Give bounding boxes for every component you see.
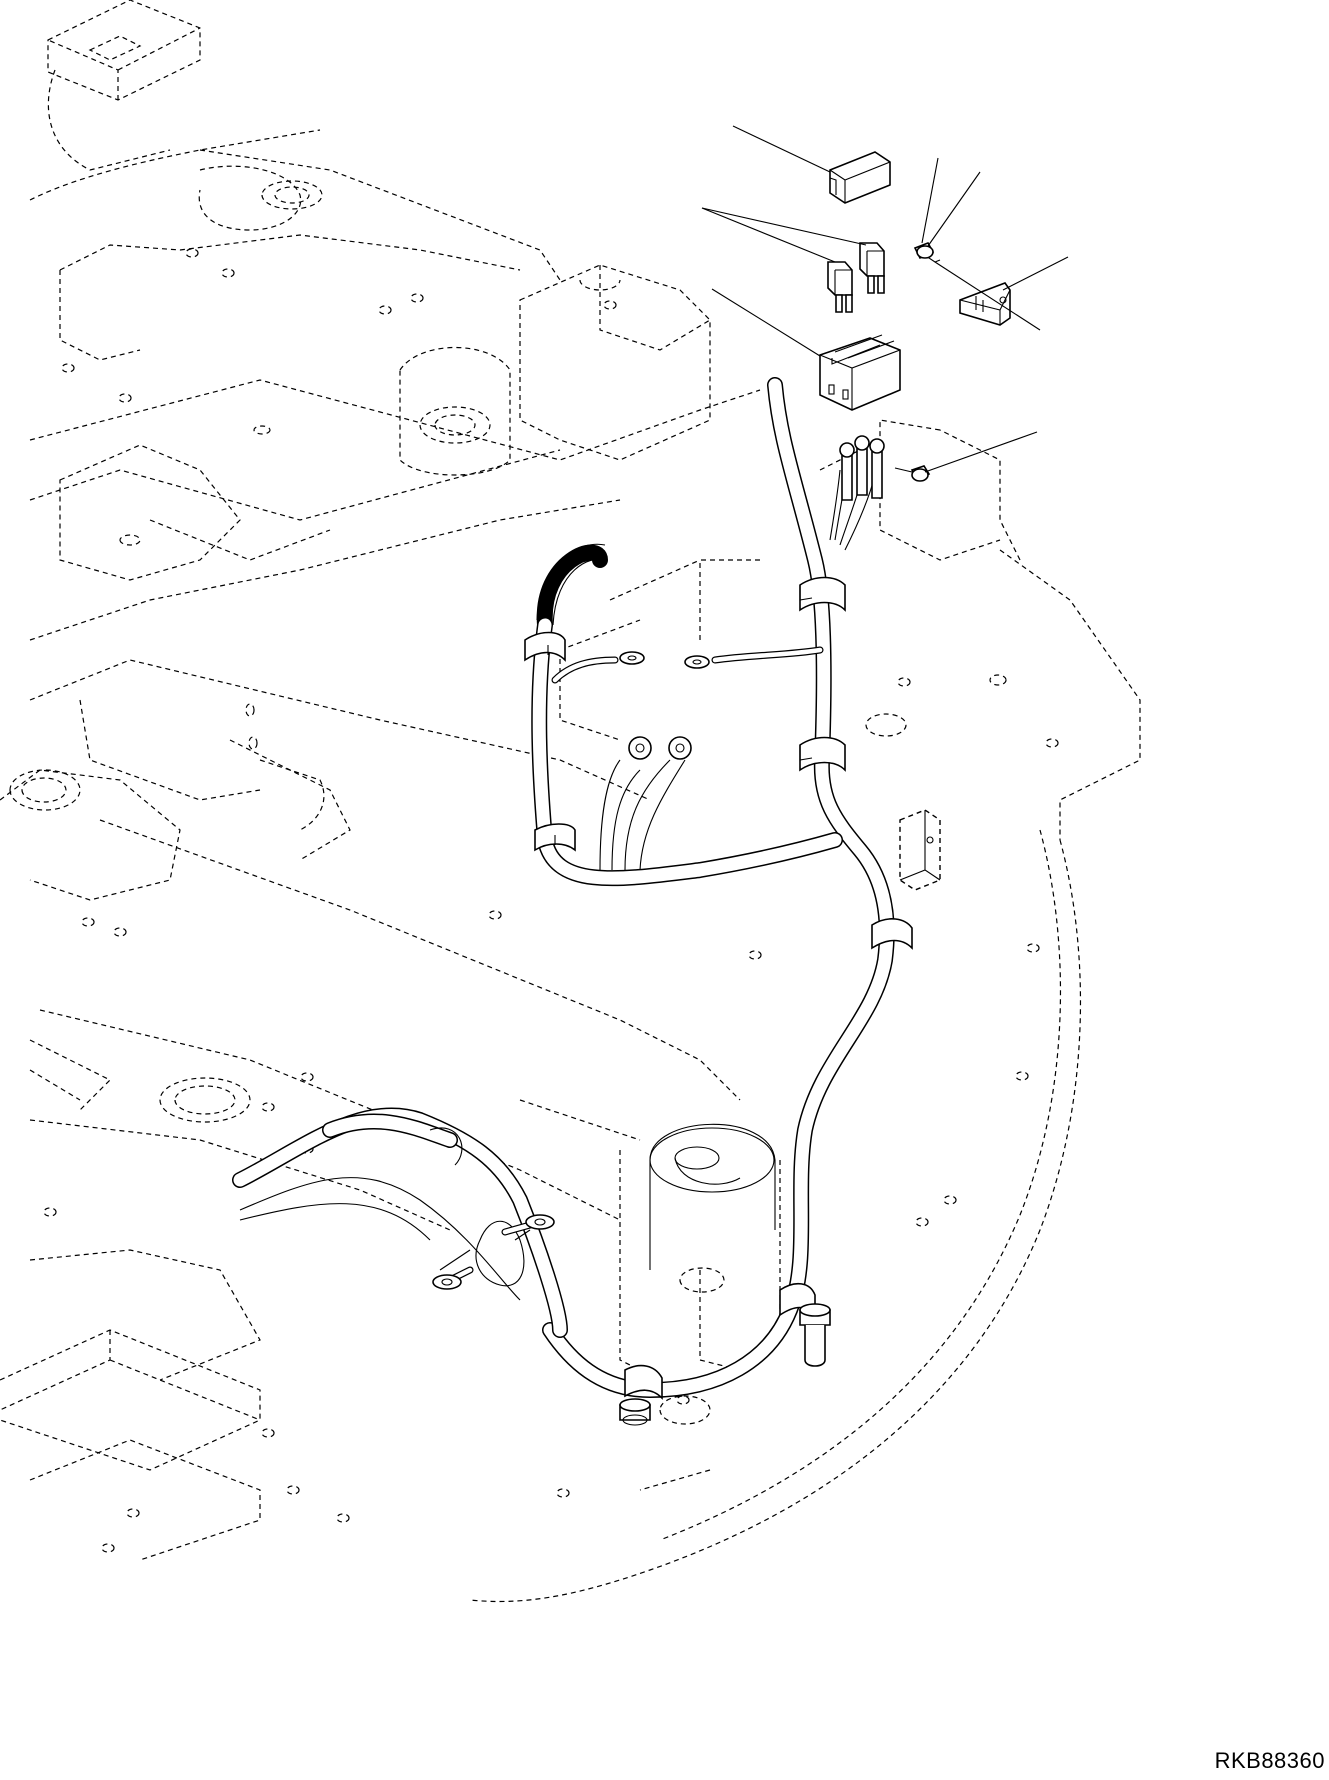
fuse-right [859, 242, 885, 294]
main-harness [232, 377, 895, 1398]
terminal-bolt [894, 465, 931, 482]
leader-lines [701, 125, 1069, 473]
frame-bolt-holes [43, 248, 1059, 1553]
fuse-box [819, 334, 901, 411]
clamp-bolts [619, 1303, 831, 1426]
relay-cover [829, 151, 891, 204]
fuse-left [827, 261, 853, 313]
mounting-bolt-top [913, 242, 941, 263]
drawing-number: RKB88360 [1214, 1748, 1325, 1773]
harness-clamps [524, 576, 913, 1400]
battery-terminals [839, 435, 885, 501]
fuse-box-bracket [959, 282, 1011, 326]
revolving-frame-outline [0, 0, 1141, 1603]
